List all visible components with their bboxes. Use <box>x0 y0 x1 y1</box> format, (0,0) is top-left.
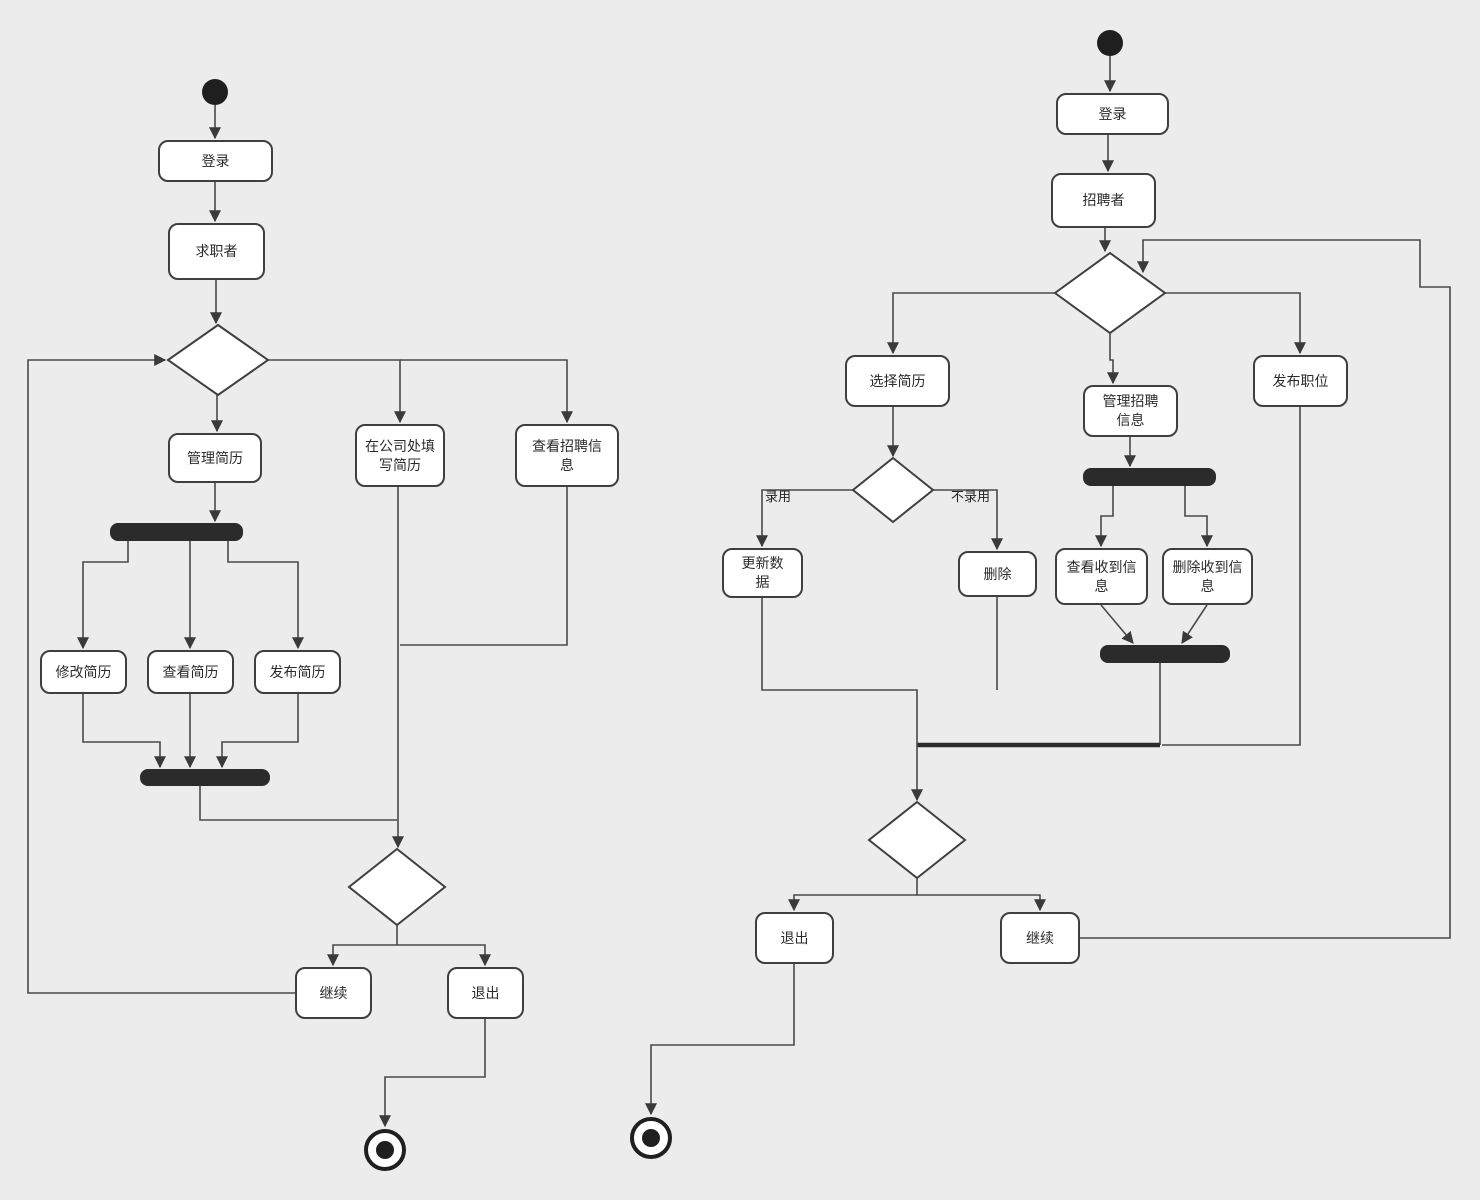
activity-view-received-info: 查看收到信息 <box>1055 548 1148 605</box>
edge-right-decision1-manage <box>1107 333 1119 385</box>
activity-view-resume: 查看简历 <box>147 650 234 694</box>
activity-label: 查看招聘信息 <box>532 437 602 473</box>
edge-right-decision3-continue <box>917 894 1046 912</box>
edge-left-decision1-fill-resume <box>268 359 406 424</box>
activity-label: 退出 <box>471 984 500 1001</box>
activity-login-right: 登录 <box>1056 93 1169 135</box>
edge-left-edit-join <box>82 694 166 769</box>
activity-login-left: 登录 <box>158 140 273 182</box>
activity-exit-right: 退出 <box>755 912 834 964</box>
edge-left-join-merge <box>199 786 397 821</box>
edge-right-decision1-publishjob <box>1165 292 1306 355</box>
edge-right-update-merge <box>761 598 918 745</box>
edge-left-decision1-view-jobs <box>400 359 573 424</box>
final-node-dot <box>642 1129 660 1147</box>
decision-left-main <box>166 323 270 397</box>
activity-view-job-info: 查看招聘信息 <box>515 424 619 487</box>
edge-right-exit-final <box>645 964 795 1116</box>
edge-left-publish-join <box>216 694 299 769</box>
edge-label-hire: 录用 <box>765 489 792 504</box>
edge-left-continue-loopback <box>27 354 295 994</box>
activity-label: 登录 <box>1098 105 1127 122</box>
activity-fill-resume-at-company: 在公司处填写简历 <box>355 424 445 487</box>
activity-manage-job-postings: 管理招聘信息 <box>1083 385 1178 437</box>
activity-update-data: 更新数据 <box>722 548 803 598</box>
activity-label: 删除 <box>983 565 1012 582</box>
activity-label: 选择简历 <box>869 372 926 389</box>
decision-right-hire <box>851 456 935 524</box>
activity-label: 发布职位 <box>1272 372 1329 389</box>
activity-label: 在公司处填写简历 <box>365 437 435 473</box>
edge-left-fork-edit <box>77 541 129 650</box>
join-bar-left <box>140 769 270 786</box>
fork-bar-right <box>1083 468 1216 486</box>
edge-right-fork-viewreceived <box>1095 486 1114 548</box>
edge-left-fork-publish <box>227 541 304 650</box>
activity-label: 删除收到信息 <box>1172 558 1243 594</box>
edge-left-viewjobs-merge <box>400 487 568 646</box>
final-node-right <box>630 1117 672 1159</box>
activity-continue-left: 继续 <box>295 967 372 1019</box>
initial-node-right <box>1097 30 1123 56</box>
edge-right-viewreceived-join <box>1100 604 1134 644</box>
edge-right-deletereceived-join <box>1181 604 1208 645</box>
final-node-dot <box>376 1141 394 1159</box>
activity-label: 求职者 <box>195 243 238 259</box>
activity-recruiter: 招聘者 <box>1051 173 1156 228</box>
activity-label: 更新数据 <box>741 555 784 590</box>
activity-delete: 删除 <box>958 551 1037 597</box>
edge-right-decision3-exit <box>788 878 918 912</box>
activity-label: 查看简历 <box>162 663 219 680</box>
decision-left-continue-exit <box>347 847 447 927</box>
edge-label-reject: 不录用 <box>951 489 991 504</box>
activity-label: 管理招聘信息 <box>1102 393 1159 428</box>
edge-right-fork-deletereceived <box>1184 486 1213 548</box>
activity-select-resume: 选择简历 <box>845 355 950 407</box>
edge-right-publishjob-merge <box>1162 407 1301 746</box>
decision-right-main <box>1053 251 1167 335</box>
edge-right-continue-loopback <box>1080 239 1451 939</box>
edge-left-decision2-exit <box>397 944 491 967</box>
activity-delete-received-info: 删除收到信息 <box>1162 548 1253 605</box>
activity-publish-resume: 发布简历 <box>254 650 341 694</box>
activity-label: 退出 <box>780 929 809 946</box>
activity-edit-resume: 修改简历 <box>40 650 127 694</box>
fork-bar-left <box>110 523 243 541</box>
activity-label: 管理简历 <box>187 449 243 466</box>
activity-label: 修改简历 <box>55 663 112 680</box>
activity-label: 继续 <box>319 984 348 1001</box>
activity-label: 发布简历 <box>269 663 326 680</box>
activity-continue-right: 继续 <box>1000 912 1080 964</box>
final-node-left <box>364 1129 406 1171</box>
edge-left-decision2-continue <box>327 925 398 967</box>
edge-right-decision2-delete <box>933 489 1003 551</box>
edge-right-decision2-update <box>756 489 853 548</box>
activity-exit-left: 退出 <box>447 967 524 1019</box>
activity-manage-resume: 管理简历 <box>168 433 262 483</box>
decision-right-continue-exit <box>867 800 967 880</box>
activity-label: 招聘者 <box>1082 192 1125 208</box>
initial-node-left <box>202 79 228 105</box>
activity-label: 继续 <box>1026 929 1054 946</box>
edge-left-exit-final <box>379 1019 486 1128</box>
activity-label: 登录 <box>201 152 230 169</box>
join-bar-right <box>1100 645 1230 663</box>
edge-right-decision1-select <box>887 292 1055 355</box>
activity-label: 查看收到信息 <box>1066 558 1137 594</box>
activity-publish-job: 发布职位 <box>1253 355 1348 407</box>
activity-job-seeker: 求职者 <box>168 223 265 280</box>
